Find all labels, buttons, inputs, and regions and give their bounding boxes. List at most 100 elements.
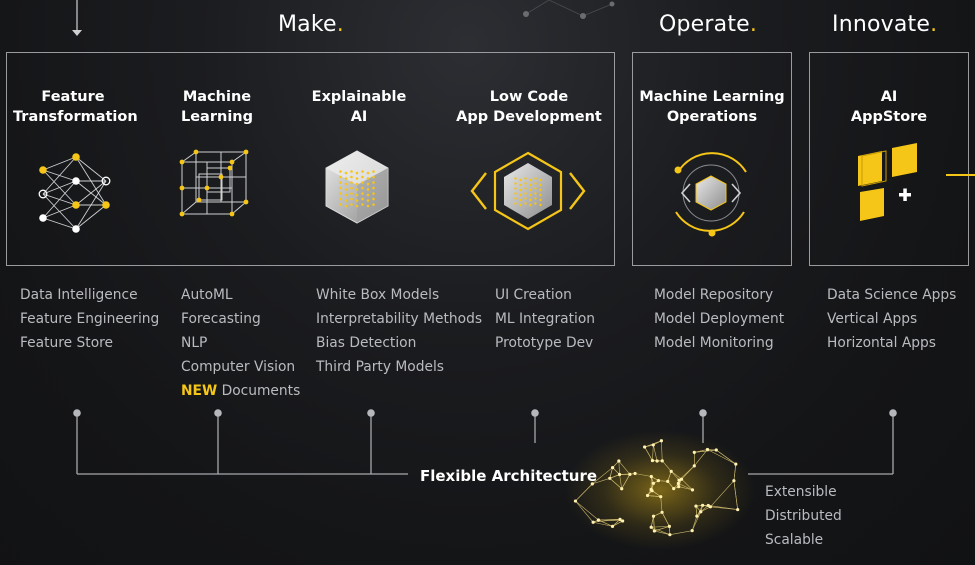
cloud-mesh-node [651, 481, 655, 485]
cube-dot [366, 199, 370, 202]
cube-dot [514, 192, 517, 195]
app-blocks-icon [858, 143, 917, 221]
cloud-mesh-node [596, 518, 601, 522]
cube-dot [339, 175, 342, 179]
cloud-mesh-node [655, 459, 659, 463]
cube-dot [524, 202, 527, 205]
cloud-mesh-node [656, 479, 661, 483]
list-item: Feature Store [20, 335, 113, 351]
cloud-mesh-line [593, 521, 613, 527]
cloud-mesh-line [708, 505, 738, 510]
cloud-mesh-line [575, 500, 599, 521]
cloud-mesh-node [736, 507, 740, 512]
list-item: Scalable [765, 532, 824, 548]
cloud-mesh-node [651, 514, 656, 518]
decorative-network-dots [523, 0, 615, 19]
cube-dot [539, 203, 542, 207]
top-connector [72, 0, 82, 36]
cloud-mesh-node [633, 471, 637, 476]
cloud-mesh-line [612, 519, 621, 527]
cloud-mesh-node [677, 484, 681, 489]
flexible-architecture-label: Flexible Architecture [420, 467, 598, 485]
cube-dot [339, 170, 342, 173]
list-item: White Box Models [316, 287, 440, 303]
cloud-mesh-line [700, 505, 709, 512]
cube-dot [355, 204, 359, 208]
cloud-mesh-node [679, 477, 684, 481]
list-item: Distributed [765, 508, 842, 524]
cube-dot [372, 197, 375, 201]
cube-dot [350, 197, 353, 201]
cloud-mesh-node [690, 488, 695, 492]
cube-dot [355, 193, 359, 197]
cube-dot [534, 187, 537, 190]
cloud-mesh-node [617, 472, 622, 477]
cloud-mesh-node [695, 514, 699, 518]
cube-dot [361, 181, 364, 184]
cloud-mesh-line [660, 496, 663, 513]
make-frame [6, 52, 615, 266]
cube-dot [344, 177, 348, 180]
cube-dot [514, 202, 517, 205]
list-item: UI Creation [495, 287, 572, 303]
architecture-connectors [76, 413, 894, 475]
cloud-mesh-node [610, 524, 615, 528]
cube-dot [355, 171, 359, 175]
cube-dot [355, 199, 359, 202]
cloud-mesh-node [617, 459, 621, 463]
cube-dot [339, 197, 342, 201]
list-item: Horizontal Apps [827, 335, 936, 351]
cloud-mesh-node [699, 510, 703, 514]
list-item: ML Integration [495, 311, 596, 327]
cube-dot [344, 182, 348, 186]
cube-dot [534, 202, 537, 205]
cloud-mesh-line [612, 467, 620, 475]
cube-dot [350, 192, 353, 195]
cube-dot [372, 203, 375, 206]
cube-dot [339, 203, 342, 206]
cloud-mesh-line [575, 483, 593, 502]
cloud-mesh-node [649, 525, 653, 529]
cube-dot [524, 192, 527, 195]
cube-dot [519, 178, 522, 182]
cube-dot [529, 203, 532, 207]
cloud-mesh-node [645, 493, 650, 498]
cloud-mesh-node [659, 439, 663, 443]
cube-dot [366, 171, 370, 175]
list-item: NLP [181, 335, 208, 351]
cube-dot [350, 203, 353, 206]
cube-dot [372, 170, 375, 173]
cube-dot [350, 170, 353, 173]
cloud-mesh-node [620, 487, 624, 491]
list-item: Prototype Dev [495, 335, 594, 351]
cloud-mesh-line [621, 474, 631, 489]
cube-dot [514, 182, 517, 185]
cloud-mesh-node [660, 510, 664, 514]
list-item: Bias Detection [316, 335, 417, 351]
cube-dot [524, 182, 527, 185]
cloud-mesh-line [609, 474, 620, 479]
cloud-mesh-node [652, 529, 657, 533]
cube-dot [366, 188, 370, 191]
cloud-mesh-line [592, 478, 610, 485]
cube-dot [519, 183, 522, 187]
cloud-mesh-node [672, 486, 676, 491]
cube-dot [361, 192, 364, 195]
cube-dot [524, 187, 527, 190]
cube-dot [344, 171, 348, 175]
cloud-mesh-line [575, 500, 594, 523]
cloud-mesh-line [592, 467, 613, 485]
innovate-frame [809, 52, 969, 266]
wireframe-cube-icon [179, 149, 249, 217]
cube-dot [350, 175, 353, 179]
list-item: AutoML [181, 287, 233, 303]
cloud-mesh-line [695, 506, 698, 517]
cloud-mesh-line [670, 471, 680, 481]
cloud-mesh-node [650, 458, 655, 463]
white-box-cube-icon [325, 150, 389, 224]
cube-dot [534, 197, 537, 200]
cube-dot [514, 187, 517, 190]
cube-dot [372, 181, 375, 184]
